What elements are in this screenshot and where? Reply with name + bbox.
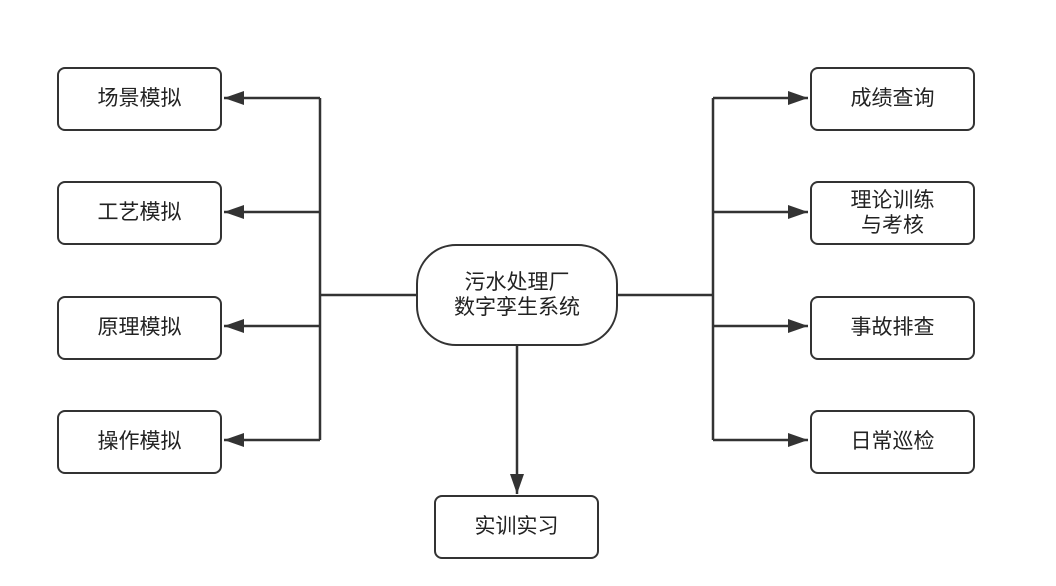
node-operation-simulation: 操作模拟 bbox=[57, 410, 222, 474]
node-practical-training: 实训实习 bbox=[434, 495, 599, 559]
node-principle-simulation: 原理模拟 bbox=[57, 296, 222, 360]
node-score-query: 成绩查询 bbox=[810, 67, 975, 131]
center-node: 污水处理厂 数字孪生系统 bbox=[416, 244, 618, 346]
node-label: 工艺模拟 bbox=[97, 200, 182, 225]
center-title-line2: 数字孪生系统 bbox=[454, 295, 580, 319]
node-label-line2: 与考核 bbox=[861, 213, 924, 237]
node-process-simulation: 工艺模拟 bbox=[57, 181, 222, 245]
node-daily-inspection: 日常巡检 bbox=[810, 410, 975, 474]
center-title-line1: 污水处理厂 bbox=[464, 269, 570, 294]
node-label: 原理模拟 bbox=[97, 315, 182, 340]
node-accident-troubleshooting: 事故排查 bbox=[810, 296, 975, 360]
node-label: 实训实习 bbox=[474, 514, 559, 539]
node-label: 场景模拟 bbox=[97, 86, 182, 111]
node-theory-training-assessment: 理论训练 与考核 bbox=[810, 181, 975, 245]
node-label: 事故排查 bbox=[850, 315, 935, 340]
node-label: 成绩查询 bbox=[850, 86, 935, 111]
node-label: 操作模拟 bbox=[97, 429, 182, 454]
node-label-line1: 理论训练 bbox=[850, 187, 935, 212]
node-scene-simulation: 场景模拟 bbox=[57, 67, 222, 131]
node-label: 日常巡检 bbox=[850, 429, 935, 454]
